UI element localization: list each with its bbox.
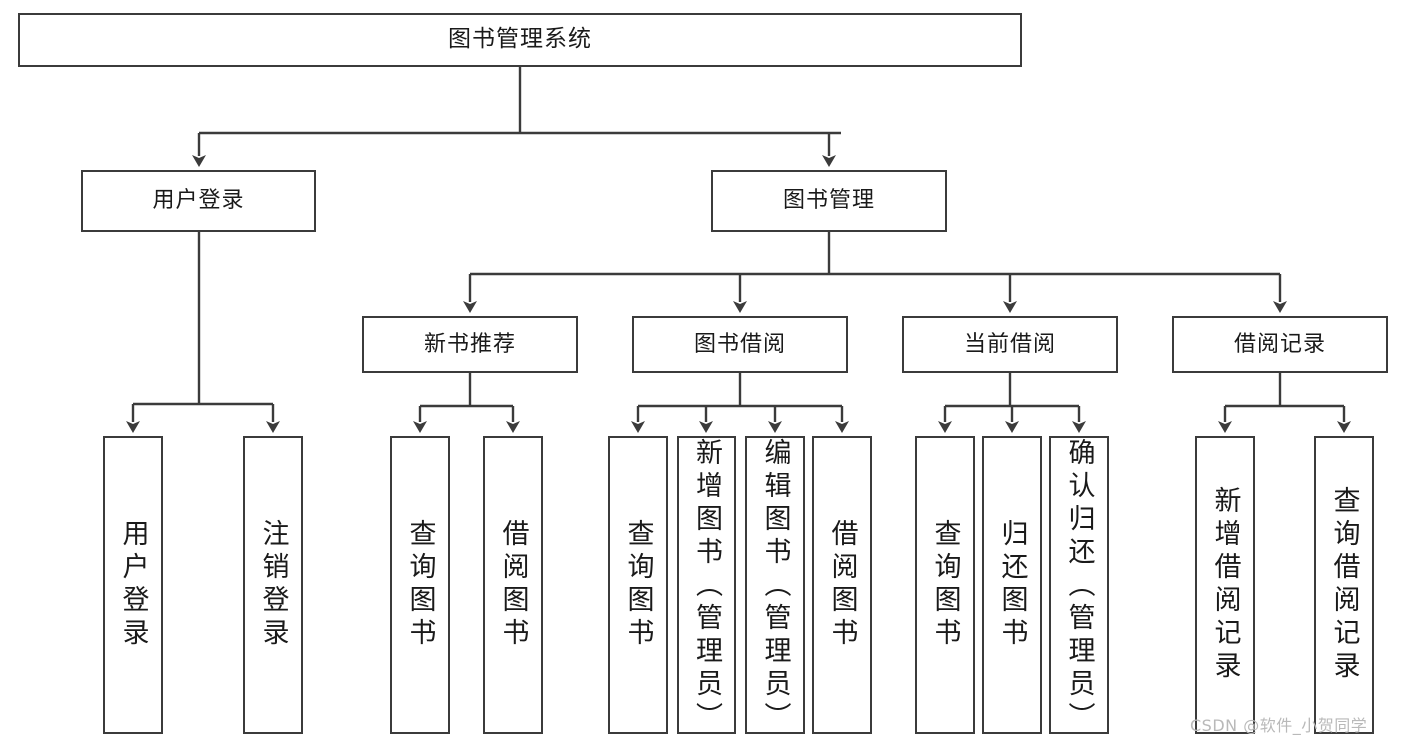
csdn-watermark: CSDN @软件_小贺同学 [1190, 716, 1368, 735]
node-leaf-add-book[interactable]: 新增图书（管理员） [677, 436, 736, 735]
node-leaf-borrow-book-2[interactable]: 借阅图书 [812, 436, 872, 734]
node-label: 用户登录 [152, 188, 245, 214]
node-label: 用户登录 [117, 519, 149, 651]
node-label: 新增图书（管理员） [691, 438, 722, 735]
node-leaf-add-record[interactable]: 新增借阅记录 [1195, 436, 1255, 734]
node-new-book-recommend[interactable]: 新书推荐 [362, 316, 578, 373]
node-label: 借阅记录 [1233, 331, 1326, 357]
node-label: 借阅图书 [826, 519, 858, 651]
node-leaf-query-book-1[interactable]: 查询图书 [390, 436, 450, 734]
node-label: 新增借阅记录 [1209, 486, 1241, 684]
node-borrow-record[interactable]: 借阅记录 [1172, 316, 1388, 373]
node-root-book-management-system[interactable]: 图书管理系统 [18, 13, 1022, 67]
node-label: 图书借阅 [693, 331, 786, 357]
node-label: 图书管理 [782, 188, 875, 214]
node-label: 注销登录 [257, 519, 289, 651]
node-label: 当前借阅 [963, 331, 1056, 357]
node-leaf-user-login[interactable]: 用户登录 [103, 436, 163, 734]
node-label: 确认归还（管理员） [1063, 438, 1095, 735]
node-leaf-query-book-3[interactable]: 查询图书 [915, 436, 975, 734]
node-label: 借阅图书 [497, 519, 529, 651]
node-book-borrow[interactable]: 图书借阅 [632, 316, 848, 373]
node-label: 查询借阅记录 [1328, 486, 1360, 684]
node-leaf-logout-login[interactable]: 注销登录 [243, 436, 303, 734]
node-label: 查询图书 [622, 519, 654, 651]
node-label: 图书管理系统 [448, 26, 592, 53]
node-label: 新书推荐 [423, 331, 516, 357]
node-leaf-edit-book[interactable]: 编辑图书（管理员） [745, 436, 805, 735]
node-leaf-borrow-book-1[interactable]: 借阅图书 [483, 436, 543, 734]
node-book-management[interactable]: 图书管理 [711, 170, 947, 232]
node-leaf-query-book-2[interactable]: 查询图书 [608, 436, 668, 734]
node-label: 查询图书 [929, 519, 961, 651]
node-leaf-confirm-return[interactable]: 确认归还（管理员） [1049, 436, 1109, 735]
node-leaf-return-book[interactable]: 归还图书 [982, 436, 1042, 734]
node-label: 查询图书 [404, 519, 436, 651]
node-current-borrow[interactable]: 当前借阅 [902, 316, 1118, 373]
node-label: 编辑图书（管理员） [759, 438, 791, 735]
node-user-login[interactable]: 用户登录 [81, 170, 316, 232]
node-leaf-query-record[interactable]: 查询借阅记录 [1314, 436, 1374, 734]
node-label: 归还图书 [996, 519, 1028, 651]
